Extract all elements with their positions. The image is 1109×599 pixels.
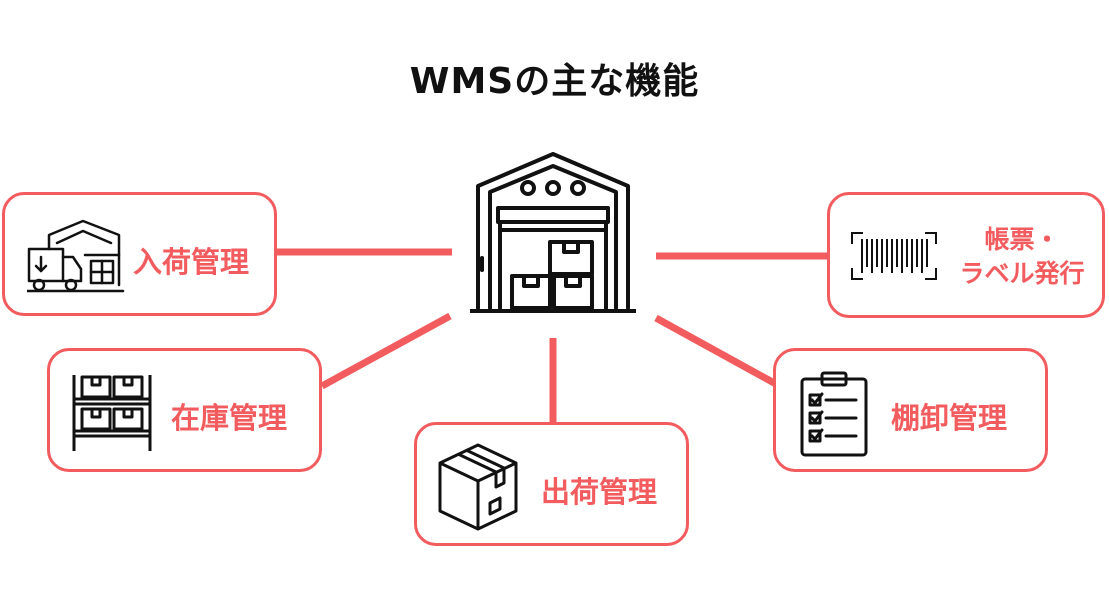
clipboard-checklist-icon — [800, 371, 868, 457]
function-label-line1: 帳票・ — [984, 225, 1060, 254]
delivery-truck-warehouse-icon — [27, 219, 125, 293]
function-card-inventory: 在庫管理 — [47, 348, 322, 472]
function-label: 棚卸管理 — [891, 401, 1008, 435]
connector-inventory — [320, 312, 452, 390]
function-label: 入荷管理 — [133, 245, 250, 279]
page-title: WMSの主な機能 — [409, 61, 700, 102]
cardboard-box-icon — [438, 443, 518, 531]
function-label: 出荷管理 — [541, 475, 658, 509]
connector-stocktake — [654, 314, 778, 388]
function-card-shipping: 出荷管理 — [414, 422, 689, 546]
storage-shelf-icon — [72, 375, 152, 451]
function-card-receiving: 入荷管理 — [2, 192, 277, 316]
function-card-stocktake: 棚卸管理 — [773, 348, 1048, 472]
function-card-labels: 帳票・ ラベル発行 — [827, 192, 1105, 318]
barcode-icon — [851, 232, 937, 280]
warehouse-icon — [470, 152, 636, 313]
function-label: 在庫管理 — [171, 401, 288, 435]
function-label-line2: ラベル発行 — [959, 259, 1085, 288]
function-label: 帳票・ ラベル発行 — [952, 223, 1092, 291]
